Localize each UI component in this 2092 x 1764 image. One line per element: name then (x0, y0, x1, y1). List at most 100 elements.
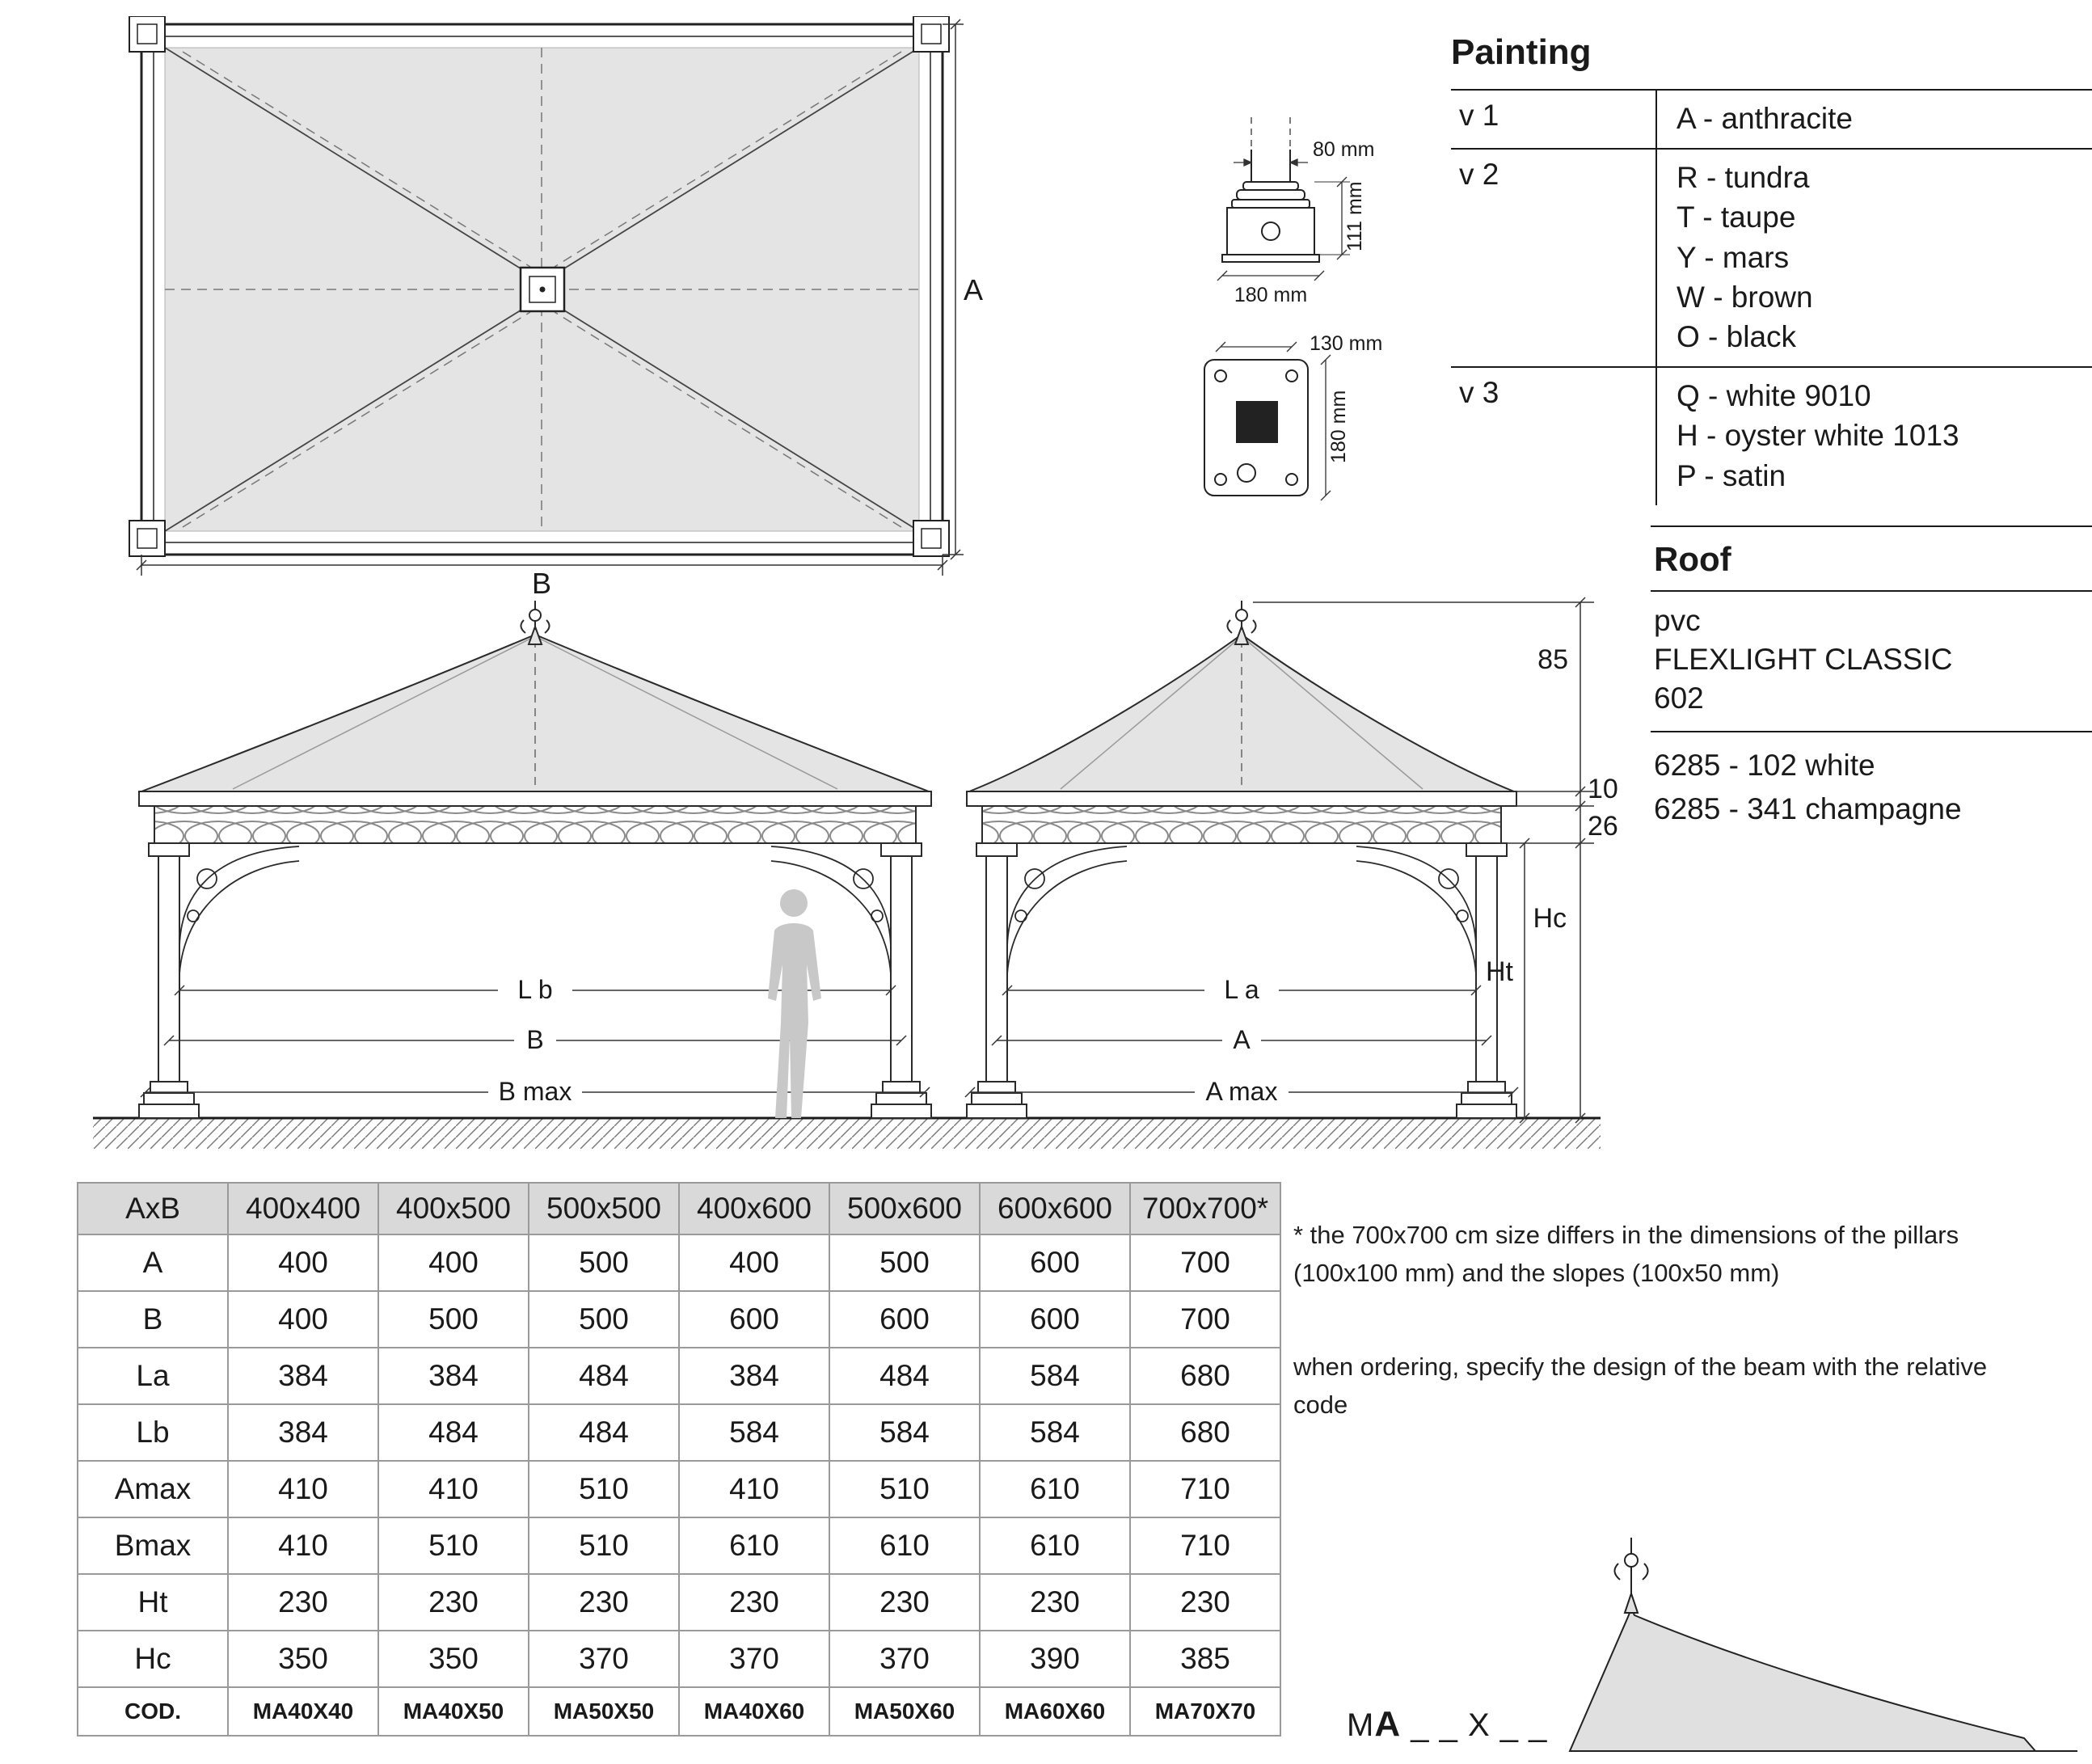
finial (520, 601, 550, 645)
anchor-plate-detail (1204, 359, 1309, 496)
table-header-row: AxB 400x400 400x500 500x500 400x600 500x… (77, 1182, 1281, 1235)
table-row: Amax 410 410 510 410 510 610 710 (77, 1460, 1281, 1518)
table-cell: 610 (829, 1517, 981, 1575)
table-cell: MA50X60 (829, 1686, 981, 1737)
painting-version: v 2 (1459, 158, 1499, 192)
table-cell: MA60X60 (979, 1686, 1131, 1737)
painting-title: Painting (1451, 32, 1592, 72)
roof-slope (1568, 1606, 2038, 1752)
table-cell: 600 (979, 1234, 1131, 1292)
plan-dim-a-label: A (964, 273, 983, 306)
row-label: Lb (77, 1403, 229, 1462)
table-cell: 510 (528, 1517, 680, 1575)
roof-material-line: pvc (1654, 604, 1701, 637)
table-cell: 230 (678, 1573, 830, 1631)
table-header-cell: 400x600 (678, 1182, 830, 1235)
table-cell: 584 (979, 1347, 1131, 1405)
table-cell: MA40X50 (377, 1686, 529, 1737)
columns (966, 842, 1517, 1119)
footnote-700x700: * the 700x700 cm size differs in the dim… (1293, 1221, 1959, 1287)
table-cell: 350 (377, 1630, 529, 1688)
row-label: COD. (77, 1686, 229, 1737)
table-cell: 384 (678, 1347, 830, 1405)
table-cell: 350 (227, 1630, 379, 1688)
plate-dim-lines (1215, 341, 1331, 501)
pillar-dim-lines (1217, 158, 1350, 281)
row-label: La (77, 1347, 229, 1405)
roof-corner-drawing (1568, 1538, 2077, 1752)
painting-section: Painting v 1 A - anthracite v 2 R - tund… (1451, 32, 2092, 505)
table-cell: 680 (1129, 1347, 1281, 1405)
table-cell: 484 (528, 1403, 680, 1462)
roof-material: pvc FLEXLIGHT CLASSIC 602 (1651, 592, 2092, 733)
table-cell: 370 (829, 1630, 981, 1688)
pillar-base-detail (1221, 117, 1320, 263)
painting-option: R - tundra (1677, 161, 1810, 195)
table-row: Ht 230 230 230 230 230 230 230 (77, 1573, 1281, 1631)
order-code-beam-letter: A (1374, 1704, 1402, 1744)
roof-material-line: 602 (1654, 682, 1704, 715)
row-label: A (77, 1234, 229, 1292)
table-cell: 610 (678, 1517, 830, 1575)
painting-option: P - satin (1677, 458, 1786, 492)
table-cell: MA40X60 (678, 1686, 830, 1737)
table-cell: 584 (979, 1403, 1131, 1462)
table-cell: 400 (227, 1234, 379, 1292)
table-cell: 710 (1129, 1460, 1281, 1518)
table-cell: 500 (528, 1290, 680, 1348)
table-cell: 230 (377, 1573, 529, 1631)
table-cell: 370 (528, 1630, 680, 1688)
plate-width-label: 130 mm (1310, 332, 1382, 355)
painting-option: O - black (1677, 320, 1797, 354)
pillar-height-label: 111 mm (1343, 181, 1366, 251)
table-cell: 500 (829, 1234, 981, 1292)
table-cell: 370 (678, 1630, 830, 1688)
table-row: B 400 500 500 600 600 600 700 (77, 1290, 1281, 1348)
roof-color-option: 6285 - 341 champagne (1654, 791, 1962, 825)
table-row: La 384 384 484 384 484 584 680 (77, 1347, 1281, 1405)
table-cell: 610 (979, 1460, 1131, 1518)
table-row-cod: COD. MA40X40 MA40X50 MA50X50 MA40X60 MA5… (77, 1686, 1281, 1737)
table-header-cell: 400x400 (227, 1182, 379, 1235)
row-label: B (77, 1290, 229, 1348)
table-cell: 484 (377, 1403, 529, 1462)
corner-brackets (1006, 846, 1477, 975)
table-cell: 410 (227, 1517, 379, 1575)
table-cell: 700 (1129, 1290, 1281, 1348)
table-cell: 510 (829, 1460, 981, 1518)
row-label: Bmax (77, 1517, 229, 1575)
fascia (138, 791, 932, 807)
dim-lines-vertical (1253, 597, 1594, 1124)
table-cell: 384 (227, 1347, 379, 1405)
table-cell: MA40X40 (227, 1686, 379, 1737)
dim-label-bmax: B max (499, 1077, 572, 1106)
table-cell: 384 (227, 1403, 379, 1462)
table-cell: 410 (678, 1460, 830, 1518)
roof-color-option: 6285 - 102 white (1654, 749, 1875, 783)
table-cell: MA50X50 (528, 1686, 680, 1737)
table-cell: 400 (227, 1290, 379, 1348)
fascia (966, 791, 1517, 807)
table-row: Bmax 410 510 510 610 610 610 710 (77, 1517, 1281, 1575)
dim-label-roof-height: 85 (1537, 644, 1568, 675)
painting-option: Q - white 9010 (1677, 379, 1871, 413)
painting-row-v3: v 3 Q - white 9010 H - oyster white 1013… (1451, 366, 2092, 505)
table-header-cell: 400x500 (377, 1182, 529, 1235)
dim-label-lb: L b (517, 975, 552, 1004)
table-cell: 610 (979, 1517, 1131, 1575)
finial (1613, 1538, 1649, 1614)
roof-section: Roof pvc FLEXLIGHT CLASSIC 602 6285 - 10… (1651, 525, 2092, 831)
center-finial-mount (519, 266, 566, 313)
table-cell: 584 (829, 1403, 981, 1462)
plan-dim-lines (136, 19, 964, 576)
table-cell: 484 (829, 1347, 981, 1405)
table-cell: 484 (528, 1347, 680, 1405)
table-cell: 390 (979, 1630, 1131, 1688)
table-row: Lb 384 484 484 584 584 584 680 (77, 1403, 1281, 1462)
table-cell: 700 (1129, 1234, 1281, 1292)
table-cell: 600 (829, 1290, 981, 1348)
order-code-prefix: M (1347, 1707, 1375, 1743)
table-cell: 680 (1129, 1403, 1281, 1462)
finial (1226, 601, 1257, 645)
